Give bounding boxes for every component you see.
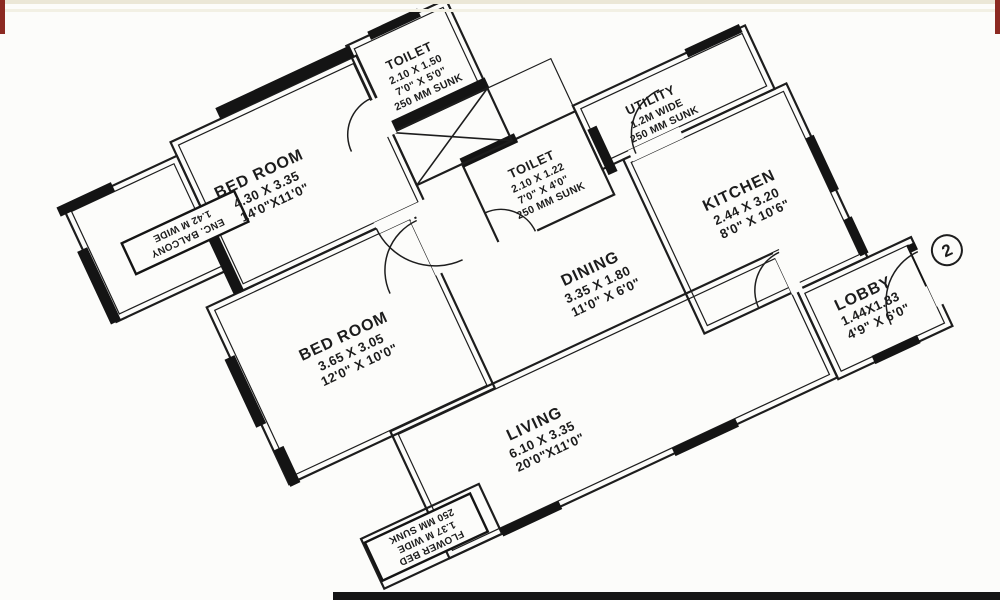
- plan-rotated-group: ENC. BALCONY 1.42 M WIDE FLOWER BED 1.37…: [56, 0, 963, 591]
- door-arc-bedroom-1: [375, 228, 463, 267]
- flower-bed-outline: [359, 482, 504, 591]
- duct-outline: [390, 86, 514, 187]
- top-edge-strip: [0, 0, 1000, 4]
- door-opening: [410, 216, 447, 276]
- wall-fill-segment: [684, 23, 743, 58]
- dining-label: DINING 3.35 X 1.80 11'0" X 6'0": [555, 245, 644, 320]
- duct-hatch-line: [416, 87, 489, 186]
- flower-bed-callout-box: [363, 491, 490, 583]
- wall-fill-segment: [383, 77, 490, 135]
- bottom-black-bar: [333, 592, 1000, 600]
- door-opening: [368, 96, 397, 138]
- door-arc-utility: [630, 89, 660, 154]
- wall-fill-segment: [499, 500, 563, 537]
- door-arc-dining-lobby: [754, 251, 780, 309]
- wall-fill-segment: [871, 334, 921, 365]
- door-opening: [373, 196, 435, 234]
- living-inner-wall: [397, 257, 831, 552]
- door-arc-toilet-2: [484, 208, 537, 232]
- unit-number-badge: 2: [930, 234, 963, 267]
- living-label: LIVING 6.10 X 3.35 20'0"X11'0": [499, 400, 588, 475]
- wall-fill-segment: [671, 418, 739, 457]
- enclosed-balcony-callout-box: [120, 189, 251, 276]
- service-step-wall: [487, 57, 574, 107]
- right-edge-mark: [995, 0, 1000, 34]
- door-opening: [496, 225, 540, 254]
- door-opening: [911, 247, 948, 307]
- door-openings: [368, 96, 948, 307]
- living-outline: [388, 249, 839, 560]
- wall-fill-segment: [215, 45, 355, 119]
- bedroom-2-label: BED ROOM 3.65 X 3.05 12'0" X 10'0": [297, 307, 408, 393]
- door-arcs: [347, 89, 919, 326]
- wall-fill-segment: [587, 125, 618, 176]
- duct-hatch: [390, 86, 514, 187]
- door-opening: [772, 247, 804, 295]
- top-edge-strip-faint: [0, 9, 1000, 12]
- door-arc-bedroom-2: [384, 219, 418, 294]
- unit-number-text: 2: [939, 240, 956, 261]
- wall-fill-segment: [205, 228, 244, 295]
- door-arc-toilet-1: [347, 97, 372, 152]
- wall-fill-segment: [367, 8, 421, 40]
- door-arc-lobby-entrance: [885, 250, 919, 326]
- toilet-2-label: TOILET 2.10 X 1.22 7'0" X 4'0" 250 MM SU…: [496, 140, 587, 222]
- wall-fill-segment: [843, 216, 869, 257]
- wall-fill-segment: [273, 445, 301, 487]
- wall-fill-segment: [56, 182, 116, 217]
- wall-fill-segment: [77, 247, 121, 325]
- kitchen-label: KITCHEN 2.44 X 3.20 8'0" X 10'6": [700, 165, 795, 243]
- unit-number-circle: [930, 234, 963, 267]
- door-opening: [627, 126, 684, 162]
- lobby-label: LOBBY 1.44X1.83 4'9" X 6'0": [831, 271, 912, 342]
- walls: [62, 0, 954, 591]
- wall-fill-segment: [805, 134, 839, 193]
- wall-fill-segment: [224, 355, 267, 428]
- left-edge-mark: [0, 0, 5, 34]
- wall-fills: [56, 8, 934, 537]
